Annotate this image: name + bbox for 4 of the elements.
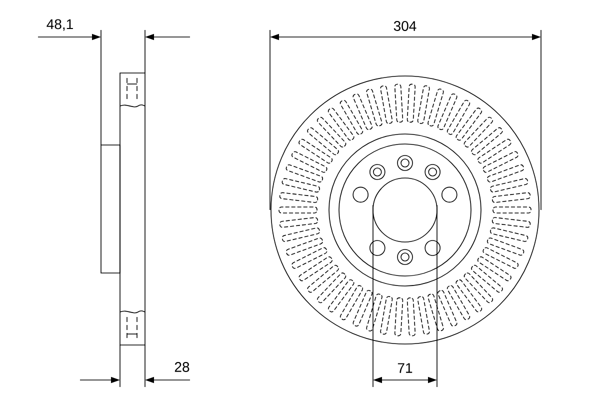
dimension-label: 48,1 — [46, 19, 73, 31]
dimension-label: 71 — [398, 363, 412, 373]
dimension-label: 28 — [174, 362, 190, 372]
dimension-label: 304 — [394, 21, 416, 31]
